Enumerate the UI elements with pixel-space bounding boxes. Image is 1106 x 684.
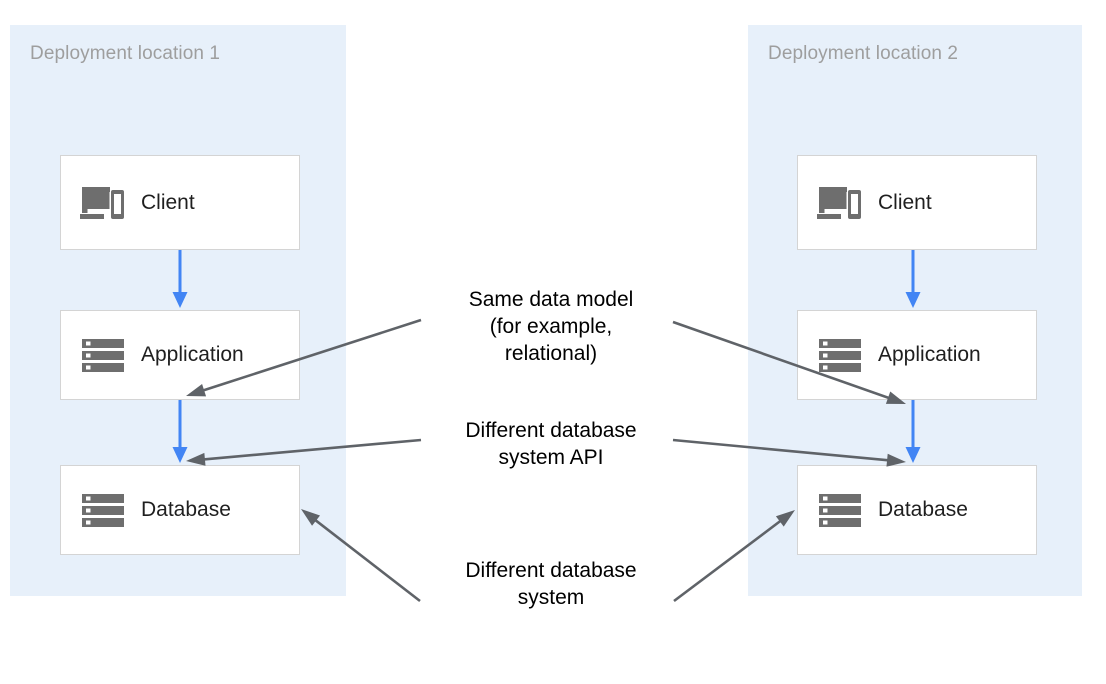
server-stack-icon [812, 335, 868, 375]
annotation-different-database-system-api: Different database system API [465, 419, 637, 469]
server-stack-icon [819, 494, 861, 527]
server-stack-icon [75, 335, 131, 375]
server-stack-icon [75, 490, 131, 530]
node-client-1[interactable]: Client [60, 155, 300, 250]
server-stack-icon [82, 494, 124, 527]
devices-icon [80, 186, 124, 219]
node-application-1[interactable]: Application [60, 310, 300, 400]
node-label-database-2: Database [878, 498, 968, 521]
node-label-client-2: Client [878, 190, 932, 214]
server-stack-icon [812, 490, 868, 530]
node-database-2[interactable]: Database [797, 465, 1037, 555]
node-label-client-1: Client [141, 190, 195, 214]
zone-label-zone-1: Deployment location 1 [30, 43, 221, 64]
node-label-application-2: Application [878, 343, 981, 366]
devices-icon [812, 183, 868, 223]
server-stack-icon [82, 339, 124, 372]
node-label-database-1: Database [141, 498, 231, 521]
node-database-1[interactable]: Database [60, 465, 300, 555]
server-stack-icon [819, 339, 861, 372]
annotation-different-database-system: Different database system [465, 559, 637, 609]
node-label-application-1: Application [141, 343, 244, 366]
annotation-same-data-model: Same data model (for example, relational… [468, 288, 634, 365]
node-client-2[interactable]: Client [797, 155, 1037, 250]
zone-label-zone-2: Deployment location 2 [768, 43, 959, 64]
devices-icon [75, 183, 131, 223]
devices-icon [817, 186, 861, 219]
node-application-2[interactable]: Application [797, 310, 1037, 400]
